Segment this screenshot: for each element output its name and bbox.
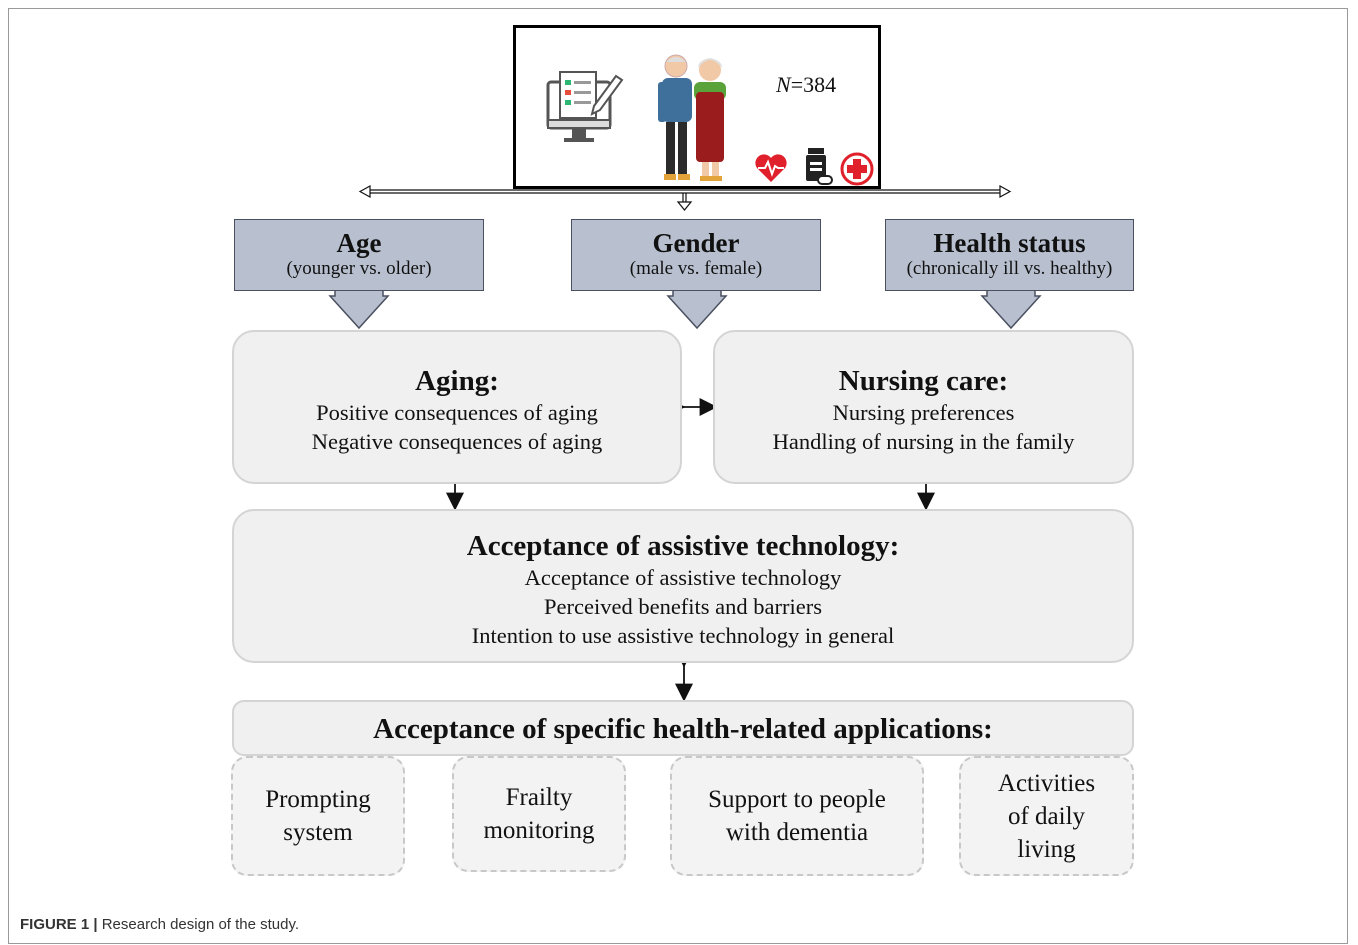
factor-gender: Gender (male vs. female) — [571, 219, 821, 291]
app-label: of daily — [1007, 802, 1086, 830]
applications-title: Acceptance of specific health-related ap… — [373, 713, 993, 745]
elderly-couple-icon — [658, 54, 726, 181]
factor-health-status: Health status (chronically ill vs. healt… — [885, 219, 1134, 291]
app-prompting-system: Prompting system — [231, 756, 405, 876]
app-label: system — [283, 819, 353, 846]
app-label: Support to people — [708, 786, 886, 813]
heart-rate-icon — [755, 154, 787, 182]
factor-subtitle: (male vs. female) — [629, 258, 763, 279]
caption-label: FIGURE 1 | — [20, 916, 98, 933]
acceptance-line: Perceived benefits and barriers — [544, 594, 822, 619]
medical-cross-icon — [840, 152, 874, 186]
aging-box: Aging: Positive consequences of aging Ne… — [232, 330, 682, 484]
factor-title: Health status — [933, 228, 1086, 258]
survey-computer-icon — [546, 71, 624, 142]
factor-subtitle: (chronically ill vs. healthy) — [906, 258, 1113, 279]
nursing-line: Nursing preferences — [832, 400, 1015, 425]
acceptance-line: Intention to use assistive technology in… — [471, 623, 895, 648]
figure-caption: FIGURE 1 | Research design of the study. — [20, 916, 299, 933]
app-activities-daily-living: Activities of daily living — [959, 756, 1134, 876]
app-label: Activities — [997, 769, 1096, 797]
nursing-care-box: Nursing care: Nursing preferences Handli… — [713, 330, 1134, 484]
factor-title: Gender — [652, 228, 740, 258]
factor-age: Age (younger vs. older) — [234, 219, 484, 291]
nursing-line: Handling of nursing in the family — [772, 429, 1075, 454]
app-label: living — [1017, 835, 1076, 863]
factor-subtitle: (younger vs. older) — [286, 258, 432, 279]
figure-frame — [8, 8, 1348, 944]
aging-line: Positive consequences of aging — [316, 400, 598, 425]
app-label: with dementia — [725, 819, 869, 846]
sample-box: N=384 — [513, 25, 881, 189]
acceptance-line: Acceptance of assistive technology — [524, 565, 842, 590]
caption-text: Research design of the study. — [97, 916, 300, 933]
acceptance-box: Acceptance of assistive technology: Acce… — [232, 509, 1134, 663]
app-support-dementia: Support to people with dementia — [670, 756, 924, 876]
applications-header: Acceptance of specific health-related ap… — [232, 700, 1134, 756]
medicine-bottle-icon — [806, 148, 833, 185]
app-label: monitoring — [483, 817, 595, 844]
acceptance-title: Acceptance of assistive technology: — [466, 530, 900, 562]
app-label: Frailty — [505, 784, 573, 811]
factor-title: Age — [336, 228, 382, 258]
app-label: Prompting — [265, 786, 371, 813]
app-frailty-monitoring: Frailty monitoring — [452, 756, 626, 872]
aging-title: Aging: — [415, 365, 499, 397]
aging-line: Negative consequences of aging — [311, 429, 603, 454]
nursing-title: Nursing care: — [838, 365, 1009, 397]
sample-size: N=384 — [776, 72, 837, 97]
